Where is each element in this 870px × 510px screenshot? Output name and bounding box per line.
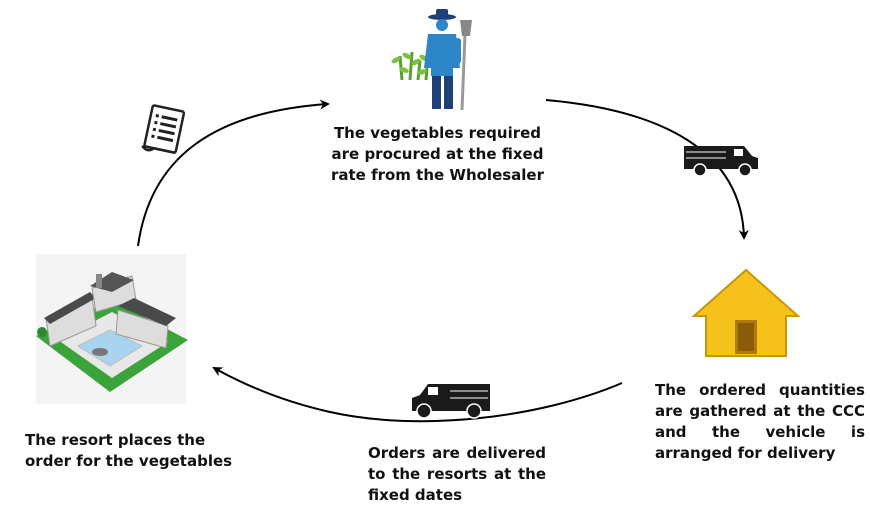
step-ccc-line-1: The ordered quantities (655, 381, 865, 399)
step-wholesaler-label: The vegetables required are procured at … (330, 123, 545, 186)
order-list-icon (141, 104, 186, 155)
arrow-ccc-to-resort (212, 367, 623, 423)
house-icon (691, 268, 801, 357)
arrow-wholesaler-to-ccc (545, 99, 749, 240)
truck-icon-upper (684, 146, 758, 177)
farmer-icon (391, 9, 472, 111)
step-resort-line-1: The resort places the (25, 431, 206, 449)
step-ccc-line-3: and the vehicle is (655, 423, 865, 441)
arrow-resort-to-wholesaler (137, 99, 330, 247)
step-delivery-line-3: fixed dates (368, 486, 463, 504)
step-ccc-line-2: are gathered at the CCC (655, 402, 865, 420)
resort-icon (36, 254, 188, 404)
step-wholesaler-line-3: rate from the Wholesaler (330, 166, 545, 184)
step-wholesaler-line-2: are procured at the fixed (331, 145, 544, 163)
step-wholesaler-line-1: The vegetables required (333, 124, 542, 142)
step-delivery-line-1: Orders are delivered (368, 444, 546, 462)
step-delivery-label: Orders are delivered to the resorts at t… (368, 443, 546, 506)
step-ccc-label: The ordered quantities are gathered at t… (655, 380, 865, 464)
step-delivery-line-2: to the resorts at the (368, 465, 546, 483)
step-ccc-line-4: arranged for delivery (655, 444, 836, 462)
step-resort-line-2: order for the vegetables (25, 452, 233, 470)
truck-icon-lower (412, 384, 490, 419)
step-resort-label: The resort places the order for the vege… (25, 430, 233, 472)
